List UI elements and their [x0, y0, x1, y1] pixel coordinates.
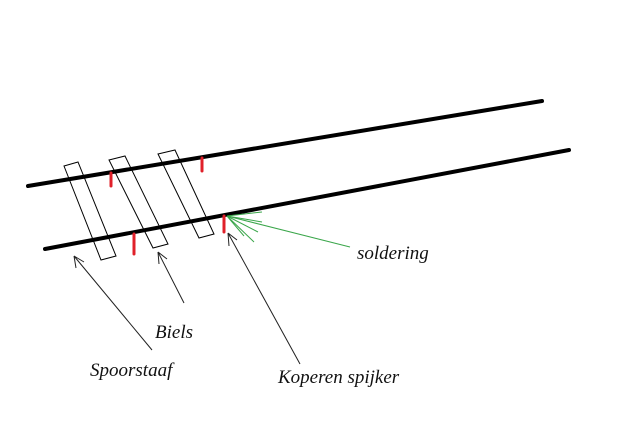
rails	[26, 99, 571, 251]
solder-line-6	[226, 215, 245, 237]
soldering-arrow	[226, 211, 351, 248]
sleeper-3	[157, 149, 215, 239]
spoorstaaf-arrow	[73, 255, 153, 351]
solder-line-5	[226, 215, 255, 243]
biels-arrow	[157, 251, 185, 304]
koperen-spijker-arrow	[227, 232, 301, 365]
biels-label: Biels	[155, 322, 193, 343]
sleeper-2	[108, 155, 169, 249]
solder-line-4	[226, 215, 259, 233]
solder-line-2	[226, 211, 263, 217]
soldering-label: soldering	[357, 243, 429, 264]
sleepers	[63, 149, 215, 261]
rail-top	[26, 99, 544, 188]
rail-bottom	[43, 148, 571, 251]
koperen-spijker-label: Koperen spijker	[277, 367, 400, 388]
solder-line-3	[226, 215, 263, 223]
sleeper-1	[63, 161, 117, 261]
solder-line-1	[226, 215, 351, 248]
pointer-arrows	[73, 232, 301, 365]
copper-pins	[109, 156, 226, 256]
spoorstaaf-label: Spoorstaaf	[90, 360, 175, 381]
